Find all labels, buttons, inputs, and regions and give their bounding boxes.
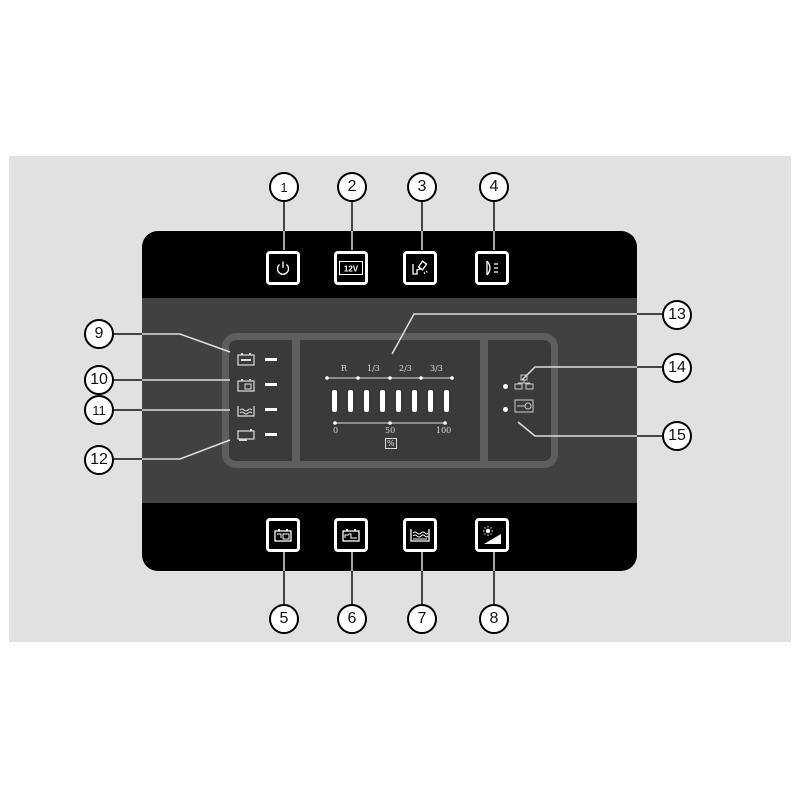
- leisure-battery-icon: [274, 529, 292, 542]
- indicator-10-segment: [265, 383, 277, 386]
- water-tank-icon: [237, 406, 255, 417]
- callout-7: 7: [407, 604, 437, 634]
- level-bar: [380, 390, 385, 412]
- level-bar: [364, 390, 369, 412]
- indicator-14-dot: [503, 384, 508, 389]
- vehicle-battery-icon: [342, 529, 360, 542]
- scale-label-three-thirds: 3/3: [430, 364, 443, 373]
- callout-15: 15: [662, 421, 692, 451]
- water-pump-icon: [412, 260, 428, 275]
- callout-5: 5: [269, 604, 299, 634]
- level-bar: [428, 390, 433, 412]
- callout-4: 4: [479, 172, 509, 202]
- brightness-icon: [483, 526, 501, 544]
- level-bar: [332, 390, 337, 412]
- level-bar: [348, 390, 353, 412]
- indicator-battery-charging: [237, 352, 255, 371]
- callout-11: 11: [84, 395, 114, 425]
- 12v-button[interactable]: 12V: [334, 251, 368, 285]
- indicator-vehicle-battery: [237, 428, 255, 447]
- callout-13: 13: [662, 300, 692, 330]
- light-button[interactable]: [475, 251, 509, 285]
- lcd-divider-left: [292, 340, 300, 461]
- water-pump-button[interactable]: [403, 251, 437, 285]
- scale-label-r: R: [341, 364, 348, 373]
- scale-label-0: 0: [333, 426, 339, 435]
- indicator-network: [514, 374, 534, 395]
- level-bar: [444, 390, 449, 412]
- callout-8: 8: [479, 604, 509, 634]
- callout-6: 6: [337, 604, 367, 634]
- scale-label-two-thirds: 2/3: [399, 364, 412, 373]
- vehicle-battery-icon: [237, 429, 255, 441]
- power-button[interactable]: [266, 251, 300, 285]
- mains-plug-icon: [514, 399, 534, 413]
- indicator-water-tank: [237, 404, 255, 422]
- indicator-15-dot: [503, 407, 508, 412]
- control-panel: R 1/3 2/3 3/3 0 50 100 %: [142, 231, 637, 571]
- indicator-9-segment: [265, 358, 277, 361]
- callout-10: 10: [84, 365, 114, 395]
- lcd-divider-right: [480, 340, 488, 461]
- lcd-display: R 1/3 2/3 3/3 0 50 100 %: [222, 333, 558, 468]
- 12v-battery-icon: 12V: [339, 261, 363, 275]
- display-band: R 1/3 2/3 3/3 0 50 100 %: [142, 298, 637, 503]
- level-bar: [396, 390, 401, 412]
- percent-unit: %: [385, 438, 397, 449]
- battery-charging-icon: [237, 353, 255, 366]
- svg-text:12V: 12V: [344, 265, 359, 274]
- indicator-12-segment: [265, 433, 277, 436]
- water-tank-icon: [410, 529, 430, 542]
- water-tank-button[interactable]: [403, 518, 437, 552]
- network-icon: [514, 374, 534, 390]
- scale-label-100: 100: [436, 426, 452, 435]
- callout-9: 9: [84, 319, 114, 349]
- power-icon: [276, 261, 290, 275]
- level-scale: [325, 376, 454, 425]
- indicator-leisure-battery: [237, 378, 255, 397]
- level-bar: [412, 390, 417, 412]
- leisure-battery-icon: [237, 379, 255, 392]
- callout-1: 1: [269, 172, 299, 202]
- light-icon: [486, 260, 498, 276]
- brightness-button[interactable]: [475, 518, 509, 552]
- leisure-battery-button[interactable]: [266, 518, 300, 552]
- scale-label-50: 50: [385, 426, 396, 435]
- indicator-mains: [514, 399, 534, 418]
- callout-2: 2: [337, 172, 367, 202]
- callout-3: 3: [407, 172, 437, 202]
- scale-label-one-third: 1/3: [367, 364, 380, 373]
- indicator-11-segment: [265, 408, 277, 411]
- callout-12: 12: [84, 445, 114, 475]
- callout-14: 14: [662, 353, 692, 383]
- vehicle-battery-button[interactable]: [334, 518, 368, 552]
